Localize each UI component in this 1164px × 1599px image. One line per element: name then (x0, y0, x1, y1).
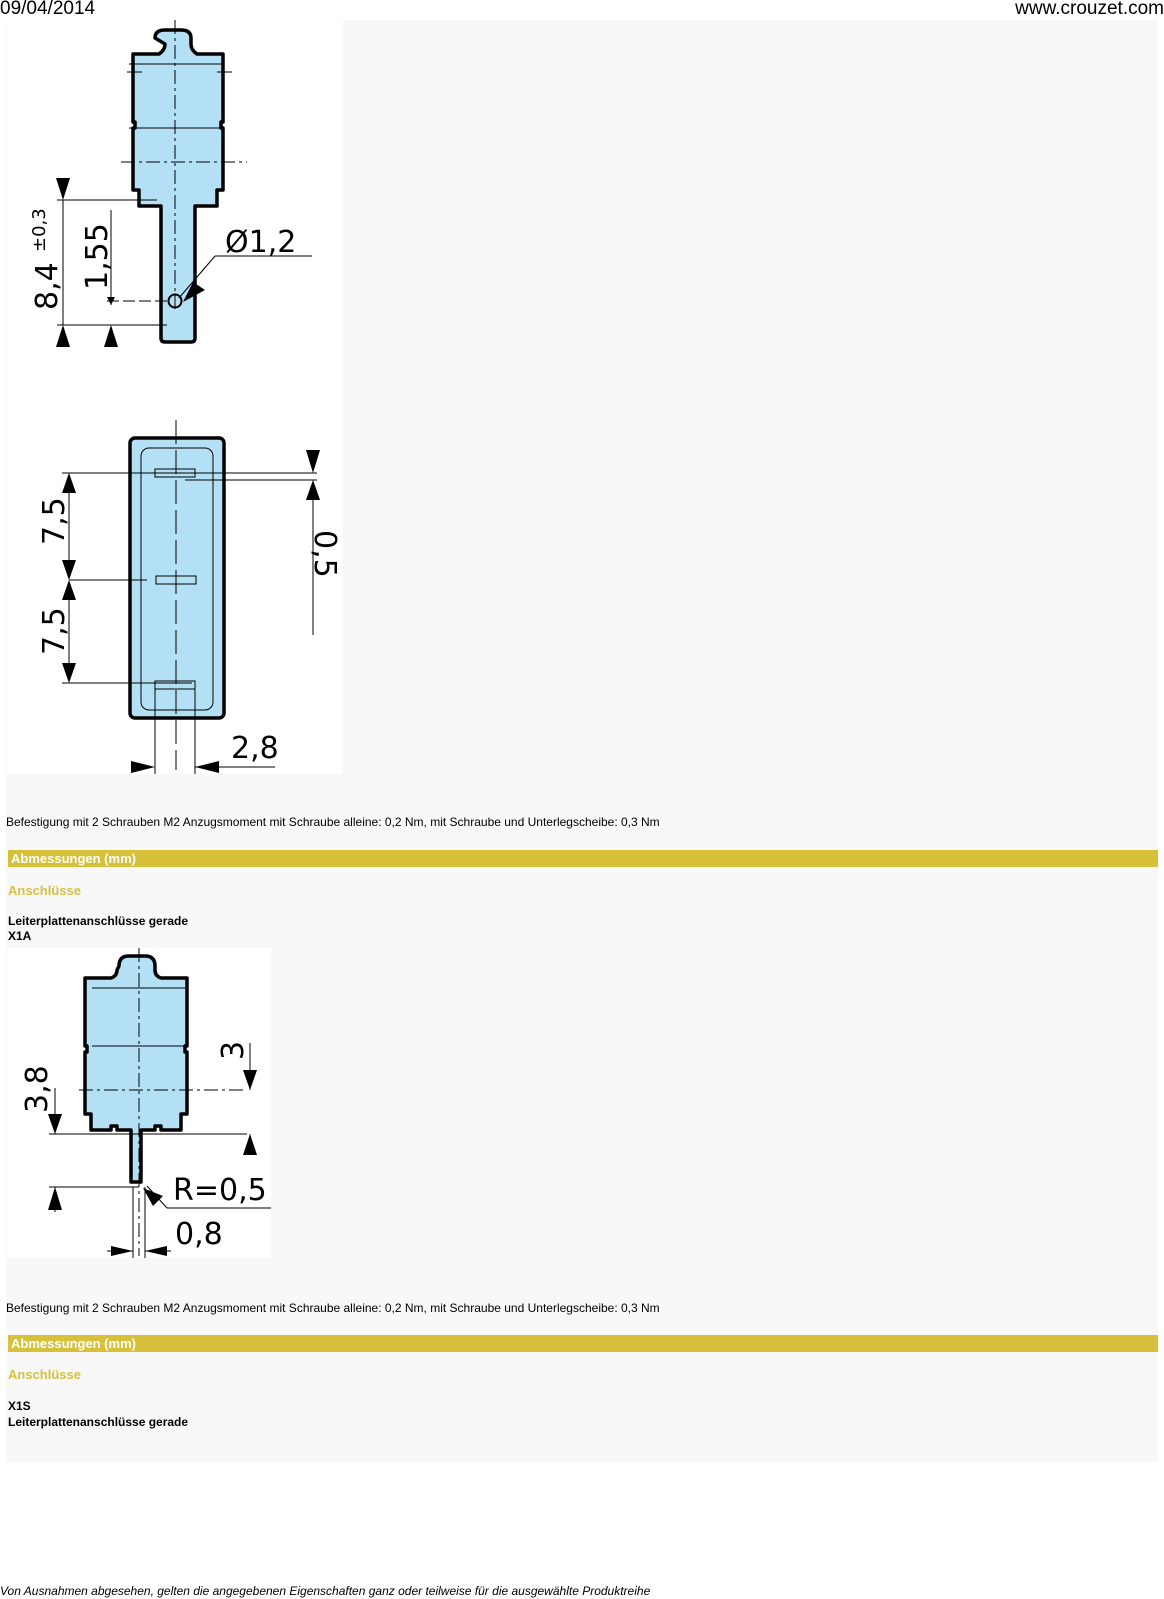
dim-offset: 0,5 (307, 530, 342, 578)
drawing-x1a-terminal: 3,8 3 R=0,5 0,8 (7, 948, 271, 1258)
dim-tolerance: ±0,3 (29, 208, 50, 252)
terminal-code-label-1: X1A (8, 929, 32, 943)
terminal-type-label-2: Leiterplattenanschlüsse gerade (8, 1415, 189, 1429)
site-url: www.crouzet.com (1015, 0, 1164, 19)
subtitle-connections-1: Anschlüsse (8, 883, 81, 898)
dim-hole-offset: 1,55 (80, 223, 115, 290)
terminal-code-label-2: X1S (8, 1399, 31, 1413)
dim-pitch-1: 7,5 (37, 497, 72, 545)
drawing-side-and-bottom-view: 8,4 ±0,3 1,55 Ø1,2 (7, 20, 343, 774)
footer-disclaimer: Von Ausnahmen abgesehen, gelten die ange… (0, 1584, 651, 1598)
mounting-caption-2: Befestigung mit 2 Schrauben M2 Anzugsmom… (6, 1301, 660, 1315)
dim-pin-width: 0,8 (175, 1217, 223, 1252)
subtitle-connections-2: Anschlüsse (8, 1367, 81, 1382)
dim-radius: R=0,5 (173, 1173, 267, 1208)
dim-pitch-2: 7,5 (37, 607, 72, 655)
section-bar-dimensions-2: Abmessungen (mm) (8, 1335, 1158, 1352)
mounting-caption-1: Befestigung mit 2 Schrauben M2 Anzugsmom… (6, 815, 660, 829)
print-date: 09/04/2014 (0, 0, 96, 19)
side-view-part (131, 28, 225, 344)
dim-hole-diameter: Ø1,2 (225, 225, 296, 260)
dim-height-b: 3 (216, 1041, 251, 1060)
section-bar-dimensions-1: Abmessungen (mm) (8, 850, 1158, 867)
dim-terminal-width: 2,8 (231, 731, 279, 766)
dim-height-a: 3,8 (20, 1065, 55, 1113)
dim-total-height: 8,4 (30, 262, 65, 310)
terminal-type-label-1: Leiterplattenanschlüsse gerade (8, 914, 189, 928)
